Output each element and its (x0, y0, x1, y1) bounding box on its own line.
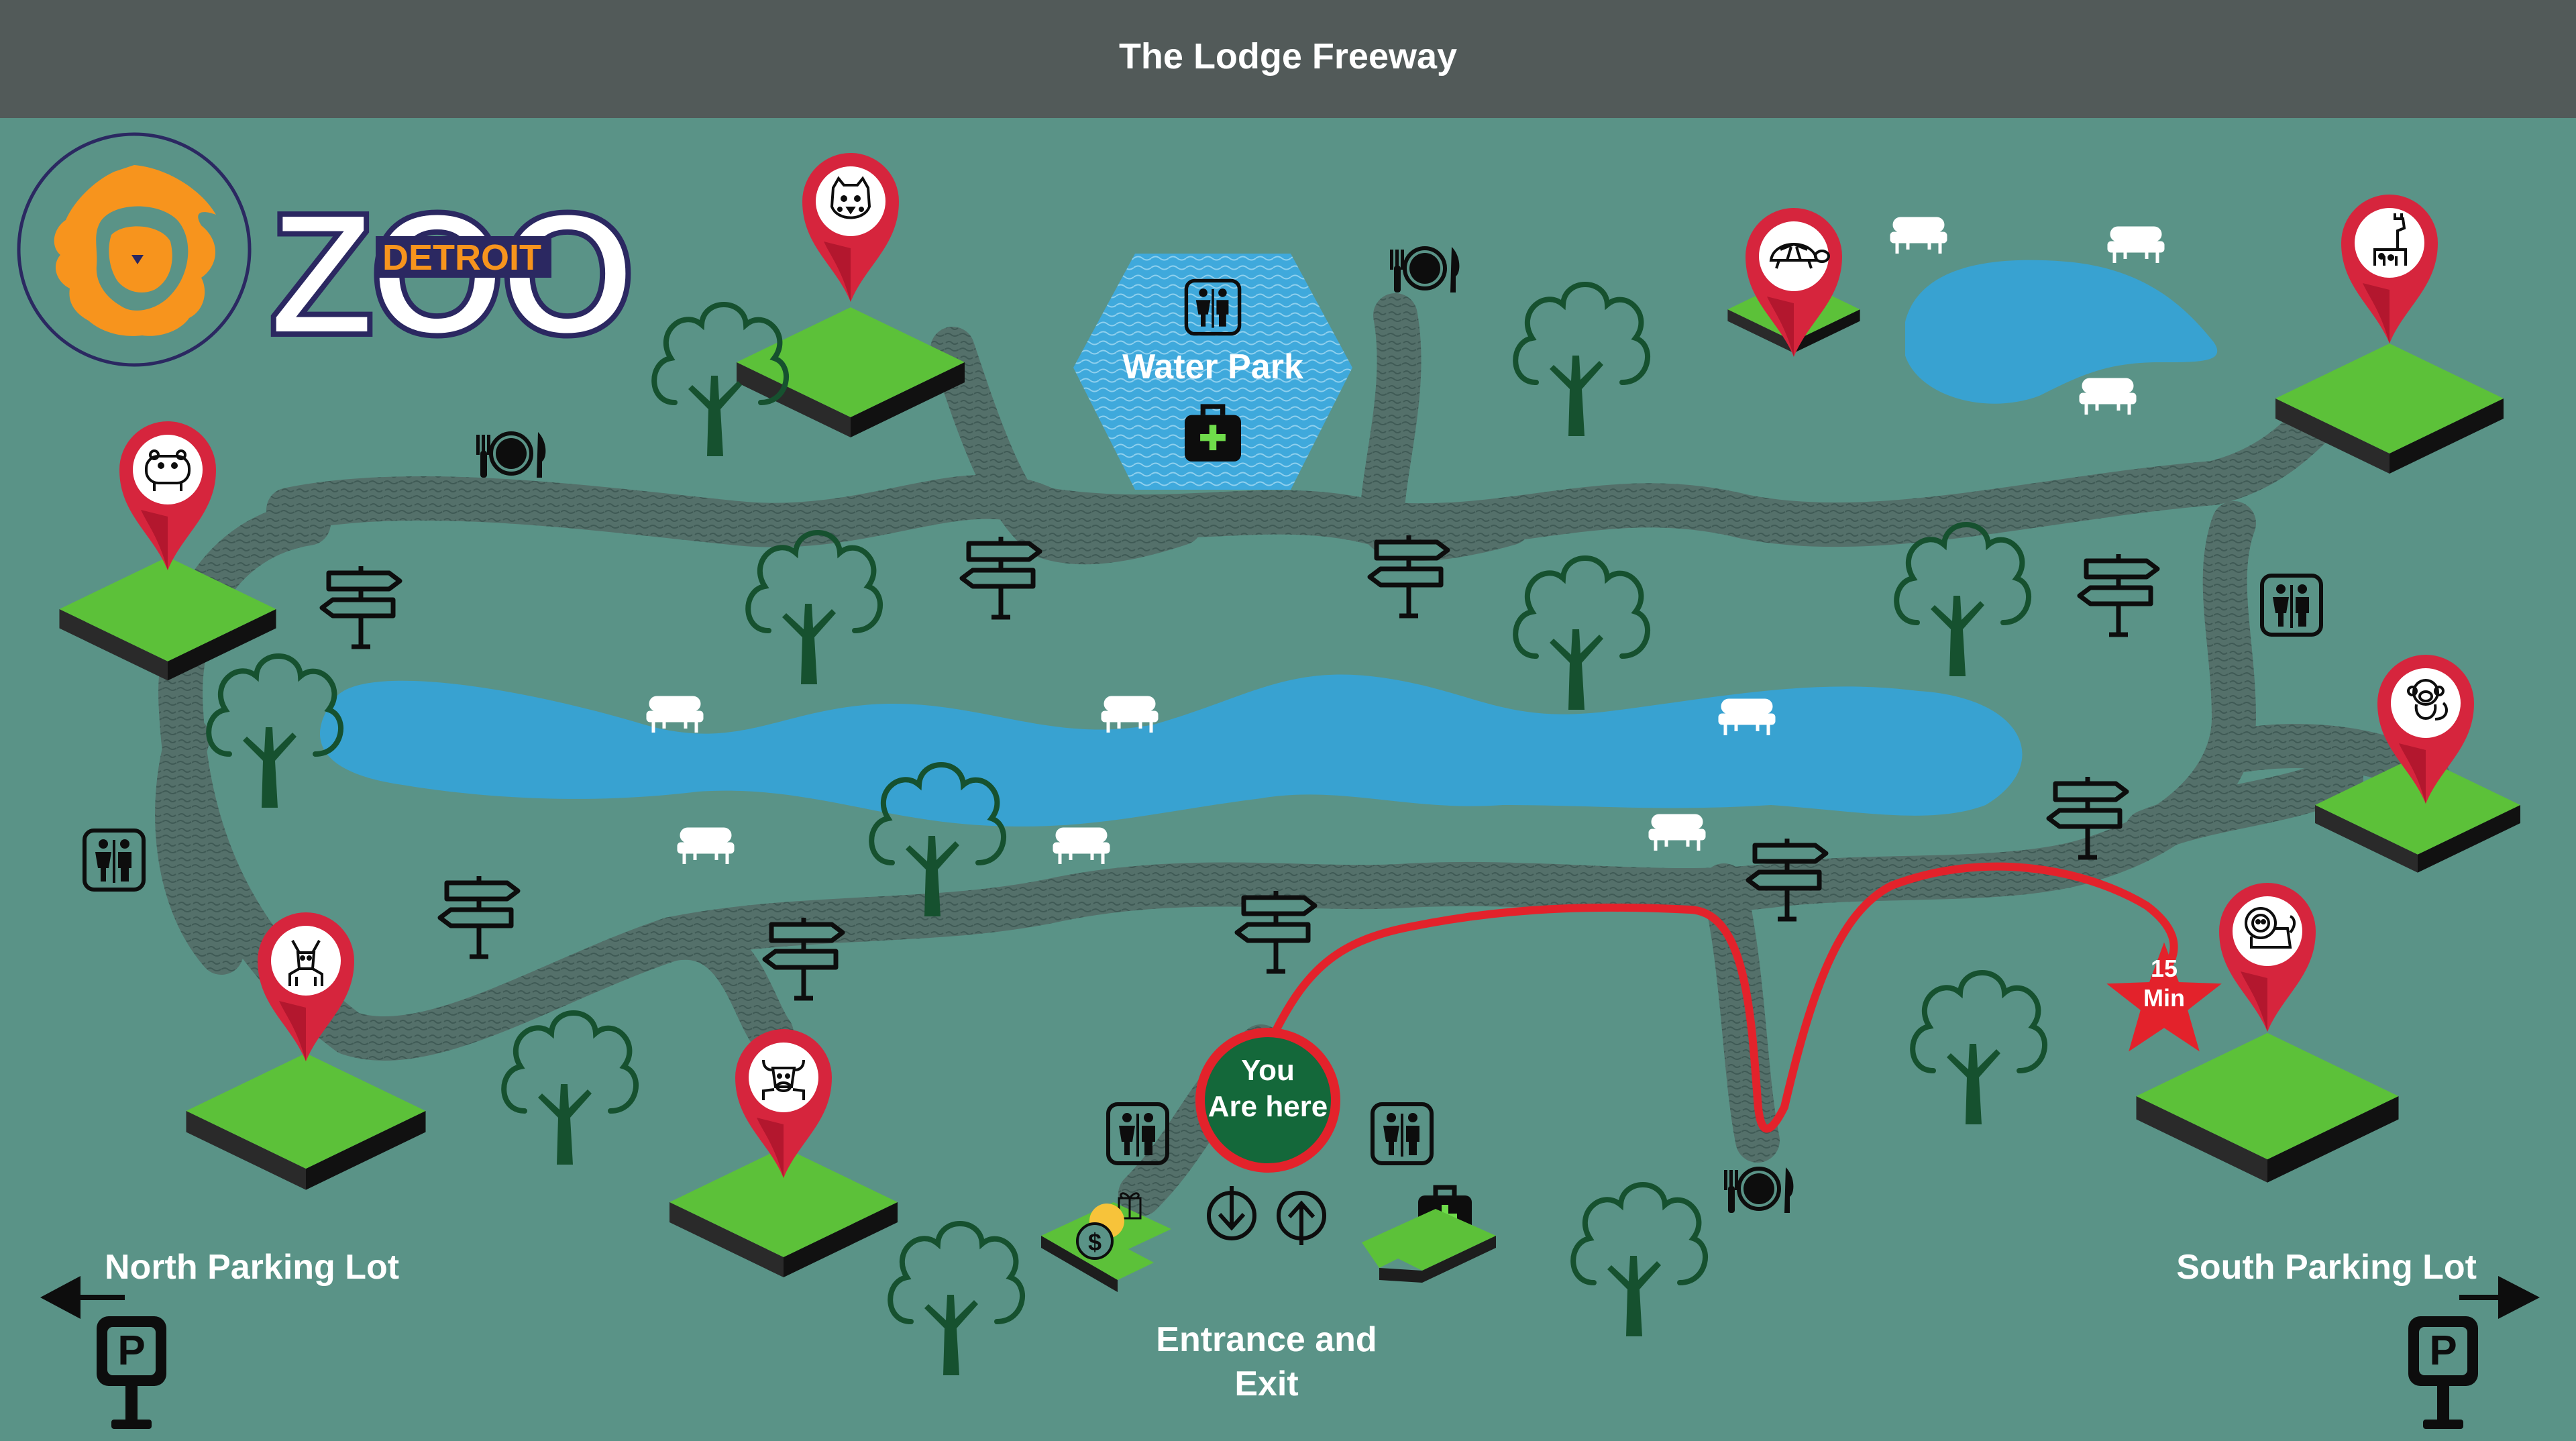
south-parking-label: South Parking Lot (2176, 1248, 2477, 1287)
bull-icon (762, 1059, 805, 1100)
exit-arrow-icon (1207, 1186, 1256, 1240)
water-park-label: Water Park (1122, 348, 1303, 386)
gift-shop-icon (1118, 1192, 1142, 1220)
water-park-hexagon (1073, 254, 1352, 490)
entrance-arrow-icon (1277, 1191, 1326, 1245)
entrance-pad-right (1362, 1209, 1496, 1271)
entrance-label-line1: Entrance and (1156, 1320, 1377, 1359)
exhibit-monkey[interactable] (2315, 655, 2520, 873)
eta-unit: Min (2143, 984, 2185, 1012)
giraffe-icon (2373, 213, 2407, 266)
route-line (1271, 862, 2178, 1133)
header-bar (0, 0, 2576, 118)
exhibit-hippo[interactable] (59, 421, 276, 681)
lion-icon (2245, 907, 2296, 949)
turtle-icon (1769, 242, 1830, 269)
money-icon: $ (1076, 1204, 1124, 1260)
arrow-right-icon (2459, 1276, 2540, 1319)
zoo-logo: ZOO DETROIT (17, 132, 639, 374)
lion-head-icon (54, 165, 216, 336)
entrance-exit: $ Entrance and Exit (1041, 1186, 1496, 1403)
you-are-here-marker: You Are here (1195, 1028, 1340, 1173)
exhibit-donkey[interactable] (186, 912, 426, 1190)
svg-text:$: $ (1088, 1228, 1102, 1256)
arrow-left-icon (40, 1276, 125, 1319)
exhibit-bull[interactable] (669, 1029, 898, 1277)
header-title: The Lodge Freeway (1119, 36, 1457, 76)
hippo-icon (145, 449, 191, 491)
exhibit-lion[interactable] (2136, 883, 2399, 1183)
north-parking[interactable]: North Parking Lot (40, 1248, 399, 1429)
logo-detroit-text: DETROIT (382, 237, 541, 278)
small-lake (1905, 260, 2218, 404)
jaguar-icon (830, 176, 871, 219)
you-are-here-line1: You (1241, 1054, 1295, 1087)
exhibit-giraffe[interactable] (2275, 195, 2504, 474)
logo-sub-band (376, 236, 551, 278)
north-parking-label: North Parking Lot (105, 1248, 399, 1287)
exhibit-jaguar[interactable] (737, 153, 965, 437)
south-parking[interactable]: South Parking Lot (2176, 1248, 2540, 1429)
entrance-pad-left-edge (1041, 1236, 1118, 1292)
main-lake (319, 674, 2023, 826)
you-are-here-line2: Are here (1208, 1090, 1328, 1123)
entrance-pad-right-edge (1379, 1236, 1496, 1283)
water-park[interactable]: Water Park (1073, 254, 1352, 490)
you-are-here-dot (1205, 1037, 1331, 1163)
eta-star-icon (2106, 942, 2222, 1052)
donkey-icon (288, 940, 323, 986)
monkey-icon (2407, 679, 2448, 720)
entrance-label-line2: Exit (1234, 1365, 1298, 1403)
eta-value: 15 (2151, 955, 2178, 982)
exhibit-turtle[interactable] (1727, 208, 1860, 357)
route-eta-badge: 15 Min (2106, 942, 2222, 1052)
